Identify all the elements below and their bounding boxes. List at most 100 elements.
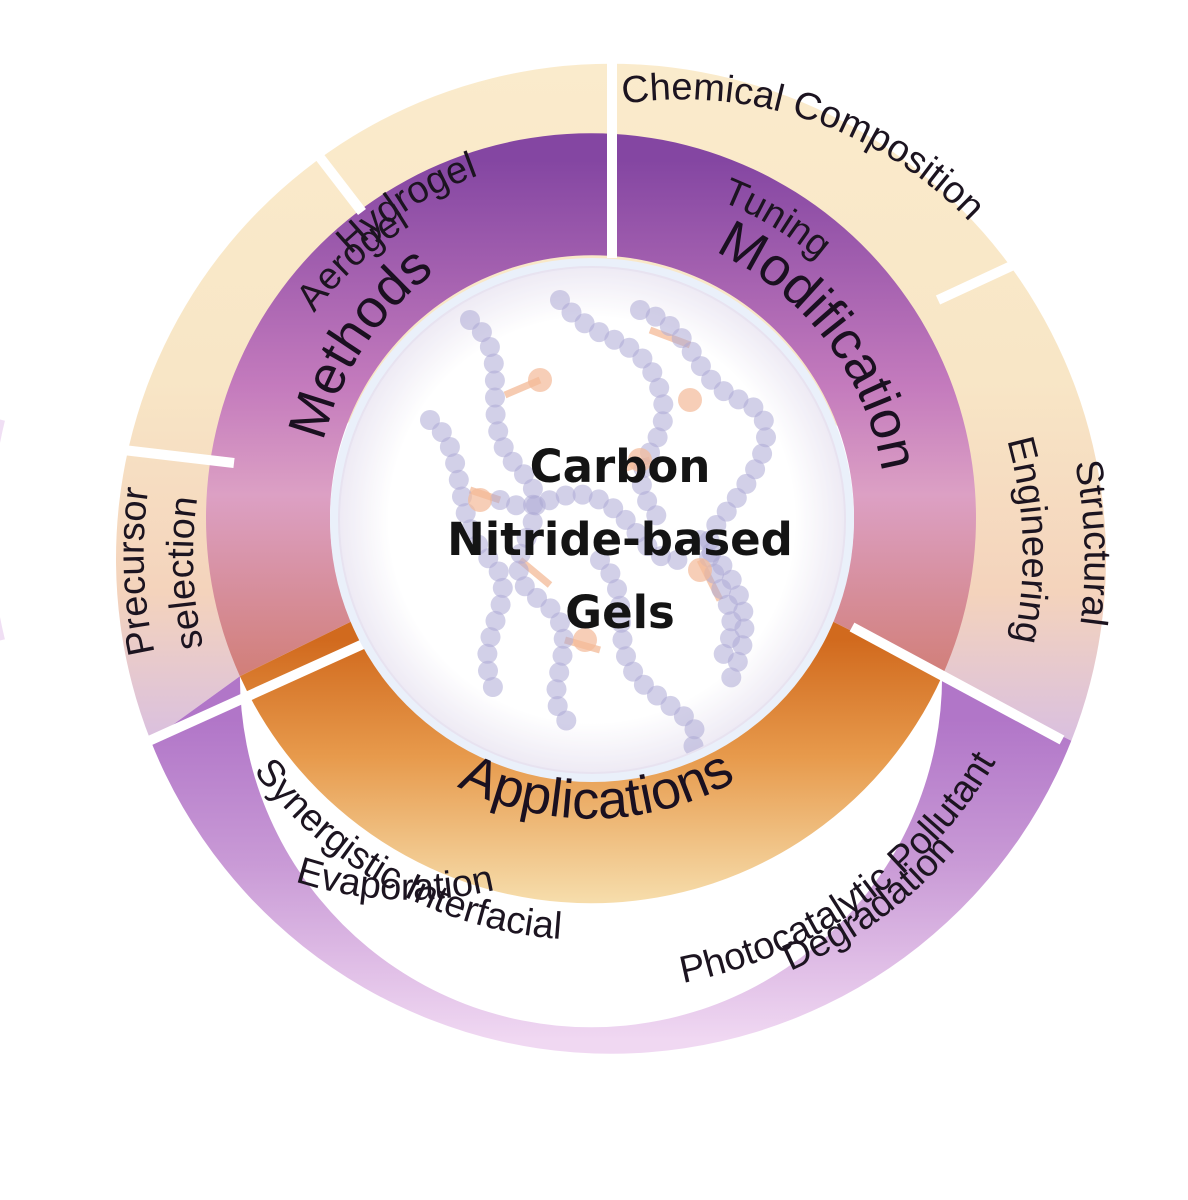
chain-3-bead-6 bbox=[455, 503, 476, 524]
chain-2-bead-13 bbox=[745, 459, 766, 480]
chain-2-bead-15 bbox=[726, 487, 747, 508]
chain-4-bead-5 bbox=[612, 629, 633, 650]
chain-3-bead-12 bbox=[490, 594, 511, 615]
chain-4-bead-2 bbox=[607, 579, 627, 599]
chain-5-bead-7 bbox=[732, 635, 753, 656]
divider-chemical-structural bbox=[935, 251, 1036, 305]
divider-bottom-right bbox=[849, 622, 1065, 745]
chain-5-bead-4 bbox=[728, 585, 749, 606]
divider-aerogel-precursor bbox=[97, 442, 235, 468]
chain-2-bead-14 bbox=[736, 473, 757, 494]
chain-0-bead-2 bbox=[479, 337, 500, 357]
chain-3-bead-13 bbox=[485, 610, 506, 631]
segment-dividers bbox=[97, 0, 1065, 750]
chain-3-bead-3 bbox=[445, 453, 466, 474]
inner-ring bbox=[205, 133, 976, 904]
polymer-network-illustration bbox=[340, 268, 844, 772]
chain-0-bead-3 bbox=[483, 353, 504, 374]
left-rim-accent bbox=[0, 419, 5, 641]
chain-3-bead-10 bbox=[488, 561, 509, 582]
chain-3-bead-17 bbox=[482, 677, 503, 697]
center-circle bbox=[330, 258, 854, 782]
chain-1-bead-2 bbox=[574, 313, 595, 334]
chain-6-bead-11 bbox=[651, 546, 671, 567]
chain-2-bead-8 bbox=[728, 389, 749, 410]
divider-bottom-left bbox=[137, 635, 375, 750]
chain-0-bead-4 bbox=[484, 370, 505, 391]
chain-0-bead-21 bbox=[553, 628, 574, 649]
chain-0-bead-7 bbox=[488, 421, 509, 442]
chain-1-bead-14 bbox=[631, 474, 652, 495]
chain-4-bead-1 bbox=[600, 563, 621, 584]
chain-4-bead-6 bbox=[616, 646, 636, 667]
chain-0-bead-16 bbox=[508, 560, 529, 581]
junction-node-5 bbox=[628, 448, 652, 472]
chain-5-bead-2 bbox=[712, 555, 733, 576]
chain-1-bead-4 bbox=[604, 329, 625, 350]
chain-1-bead-3 bbox=[589, 322, 610, 343]
inner-segment-methods-modification bbox=[205, 133, 976, 677]
chain-0-bead-6 bbox=[485, 404, 506, 425]
chain-6-bead-5 bbox=[572, 484, 593, 505]
chain-2-bead-7 bbox=[713, 381, 734, 402]
chain-0-bead-22 bbox=[552, 645, 573, 666]
chain-3-bead-1 bbox=[431, 422, 452, 443]
chain-1-bead-11 bbox=[647, 427, 668, 448]
chain-2-bead-3 bbox=[671, 328, 692, 349]
chain-6-bead-1 bbox=[506, 495, 527, 516]
chain-6-bead-0 bbox=[490, 490, 510, 510]
chain-2-bead-17 bbox=[706, 515, 727, 535]
chain-0-bead-19 bbox=[540, 598, 561, 619]
chain-1-bead-6 bbox=[632, 348, 653, 369]
chain-0-bead-15 bbox=[510, 543, 531, 564]
chain-2-bead-4 bbox=[681, 341, 702, 362]
chain-0-bead-24 bbox=[546, 679, 567, 700]
chain-3-bead-5 bbox=[452, 486, 472, 507]
center-label: Carbon Nitride-based Gels bbox=[447, 440, 793, 639]
chain-5-bead-8 bbox=[727, 651, 748, 672]
chain-1-bead-8 bbox=[649, 377, 670, 398]
chain-1-bead-7 bbox=[642, 362, 663, 383]
chain-6-bead-12 bbox=[667, 549, 688, 570]
chain-0-bead-25 bbox=[547, 696, 568, 716]
junction-node-0 bbox=[528, 368, 552, 392]
chain-2-bead-5 bbox=[690, 356, 711, 377]
junction-node-2 bbox=[468, 488, 492, 512]
chain-3-bead-15 bbox=[477, 643, 498, 664]
chain-2-bead-10 bbox=[753, 410, 774, 431]
chain-3-bead-2 bbox=[439, 437, 460, 457]
chain-1-bead-9 bbox=[653, 394, 674, 415]
chain-5-bead-5 bbox=[733, 601, 754, 622]
chain-5-bead-9 bbox=[721, 667, 742, 688]
chain-0-bead-18 bbox=[527, 587, 547, 608]
chain-0-bead-23 bbox=[549, 662, 570, 683]
chain-6-bead-6 bbox=[588, 489, 609, 510]
chain-4-bead-12 bbox=[684, 719, 705, 740]
chain-4-bead-3 bbox=[610, 595, 630, 616]
chain-1-bead-16 bbox=[646, 505, 667, 526]
center-title-line-3: Gels bbox=[565, 586, 675, 639]
chain-3-bead-7 bbox=[460, 519, 481, 540]
chain-5-bead-6 bbox=[734, 618, 755, 639]
chain-0-bead-8 bbox=[493, 437, 514, 458]
chain-3-bead-8 bbox=[468, 534, 489, 555]
illustration-veil bbox=[340, 268, 844, 772]
chain-3-bead-4 bbox=[448, 469, 469, 490]
chain-2-bead-0 bbox=[630, 300, 650, 320]
chain-0-bead-20 bbox=[550, 612, 570, 633]
chain-0-bead-14 bbox=[516, 527, 537, 548]
divider-hydrogel-aerogel bbox=[291, 121, 366, 216]
inner-segment-applications bbox=[239, 621, 943, 904]
chain-2-bead-11 bbox=[756, 427, 776, 448]
chain-0-bead-1 bbox=[471, 322, 492, 343]
outer-segment-applications bbox=[150, 676, 1072, 1054]
center-title-line-1: Carbon bbox=[530, 440, 711, 493]
chain-6-bead-3 bbox=[539, 490, 560, 511]
junction-node-4 bbox=[573, 628, 597, 652]
chain-1-bead-10 bbox=[652, 411, 673, 432]
chain-3-bead-16 bbox=[478, 660, 498, 681]
chain-0-bead-10 bbox=[514, 464, 534, 485]
chain-1-bead-15 bbox=[637, 491, 658, 511]
chain-2-bead-1 bbox=[645, 306, 666, 327]
chain-5-bead-3 bbox=[721, 569, 742, 590]
